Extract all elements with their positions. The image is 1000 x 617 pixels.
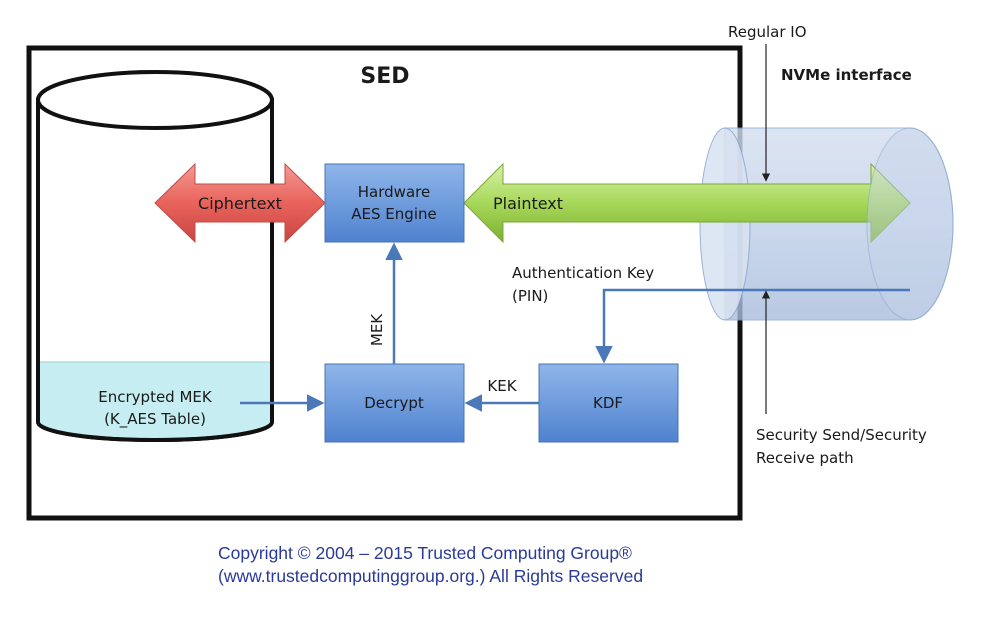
security-path-label-line1: Security Send/Security: [756, 426, 927, 444]
hardware-aes-engine-box: [324, 163, 465, 243]
copyright-notice: Copyright © 2004 – 2015 Trusted Computin…: [218, 542, 818, 588]
nvme-interface-label: NVMe interface: [781, 66, 912, 84]
plaintext-label: Plaintext: [493, 194, 563, 213]
decrypt-label: Decrypt: [364, 394, 424, 412]
aes-engine-label-line1: Hardware: [358, 183, 430, 201]
authentication-key-label-line1: Authentication Key: [512, 264, 654, 282]
copyright-line1: Copyright © 2004 – 2015 Trusted Computin…: [218, 543, 632, 563]
aes-engine-label-line2: AES Engine: [351, 205, 436, 223]
nvme-interface-tube: [699, 127, 954, 321]
sed-title: SED: [360, 64, 409, 89]
copyright-line2: (www.trustedcomputinggroup.org.) All Rig…: [218, 566, 644, 586]
mek-label: MEK: [368, 313, 386, 346]
ciphertext-label: Ciphertext: [198, 194, 282, 213]
kek-label: KEK: [487, 377, 517, 395]
storage-drive-cylinder: [36, 70, 274, 442]
kdf-label: KDF: [593, 394, 623, 412]
regular-io-label: Regular IO: [728, 23, 807, 41]
mek-table-label-line2: (K_AES Table): [104, 410, 206, 429]
mek-table-region: [40, 362, 270, 438]
decrypt-box: [324, 363, 465, 443]
security-path-label-line2: Receive path: [756, 449, 854, 467]
kdf-box: [538, 363, 679, 443]
plaintext-arrow: [463, 162, 911, 244]
authentication-key-label-line2: (PIN): [512, 287, 548, 305]
nvme-tube-end: [866, 127, 954, 321]
authentication-key-connector: [595, 288, 910, 364]
mek-table-label-line1: Encrypted MEK: [98, 388, 213, 406]
